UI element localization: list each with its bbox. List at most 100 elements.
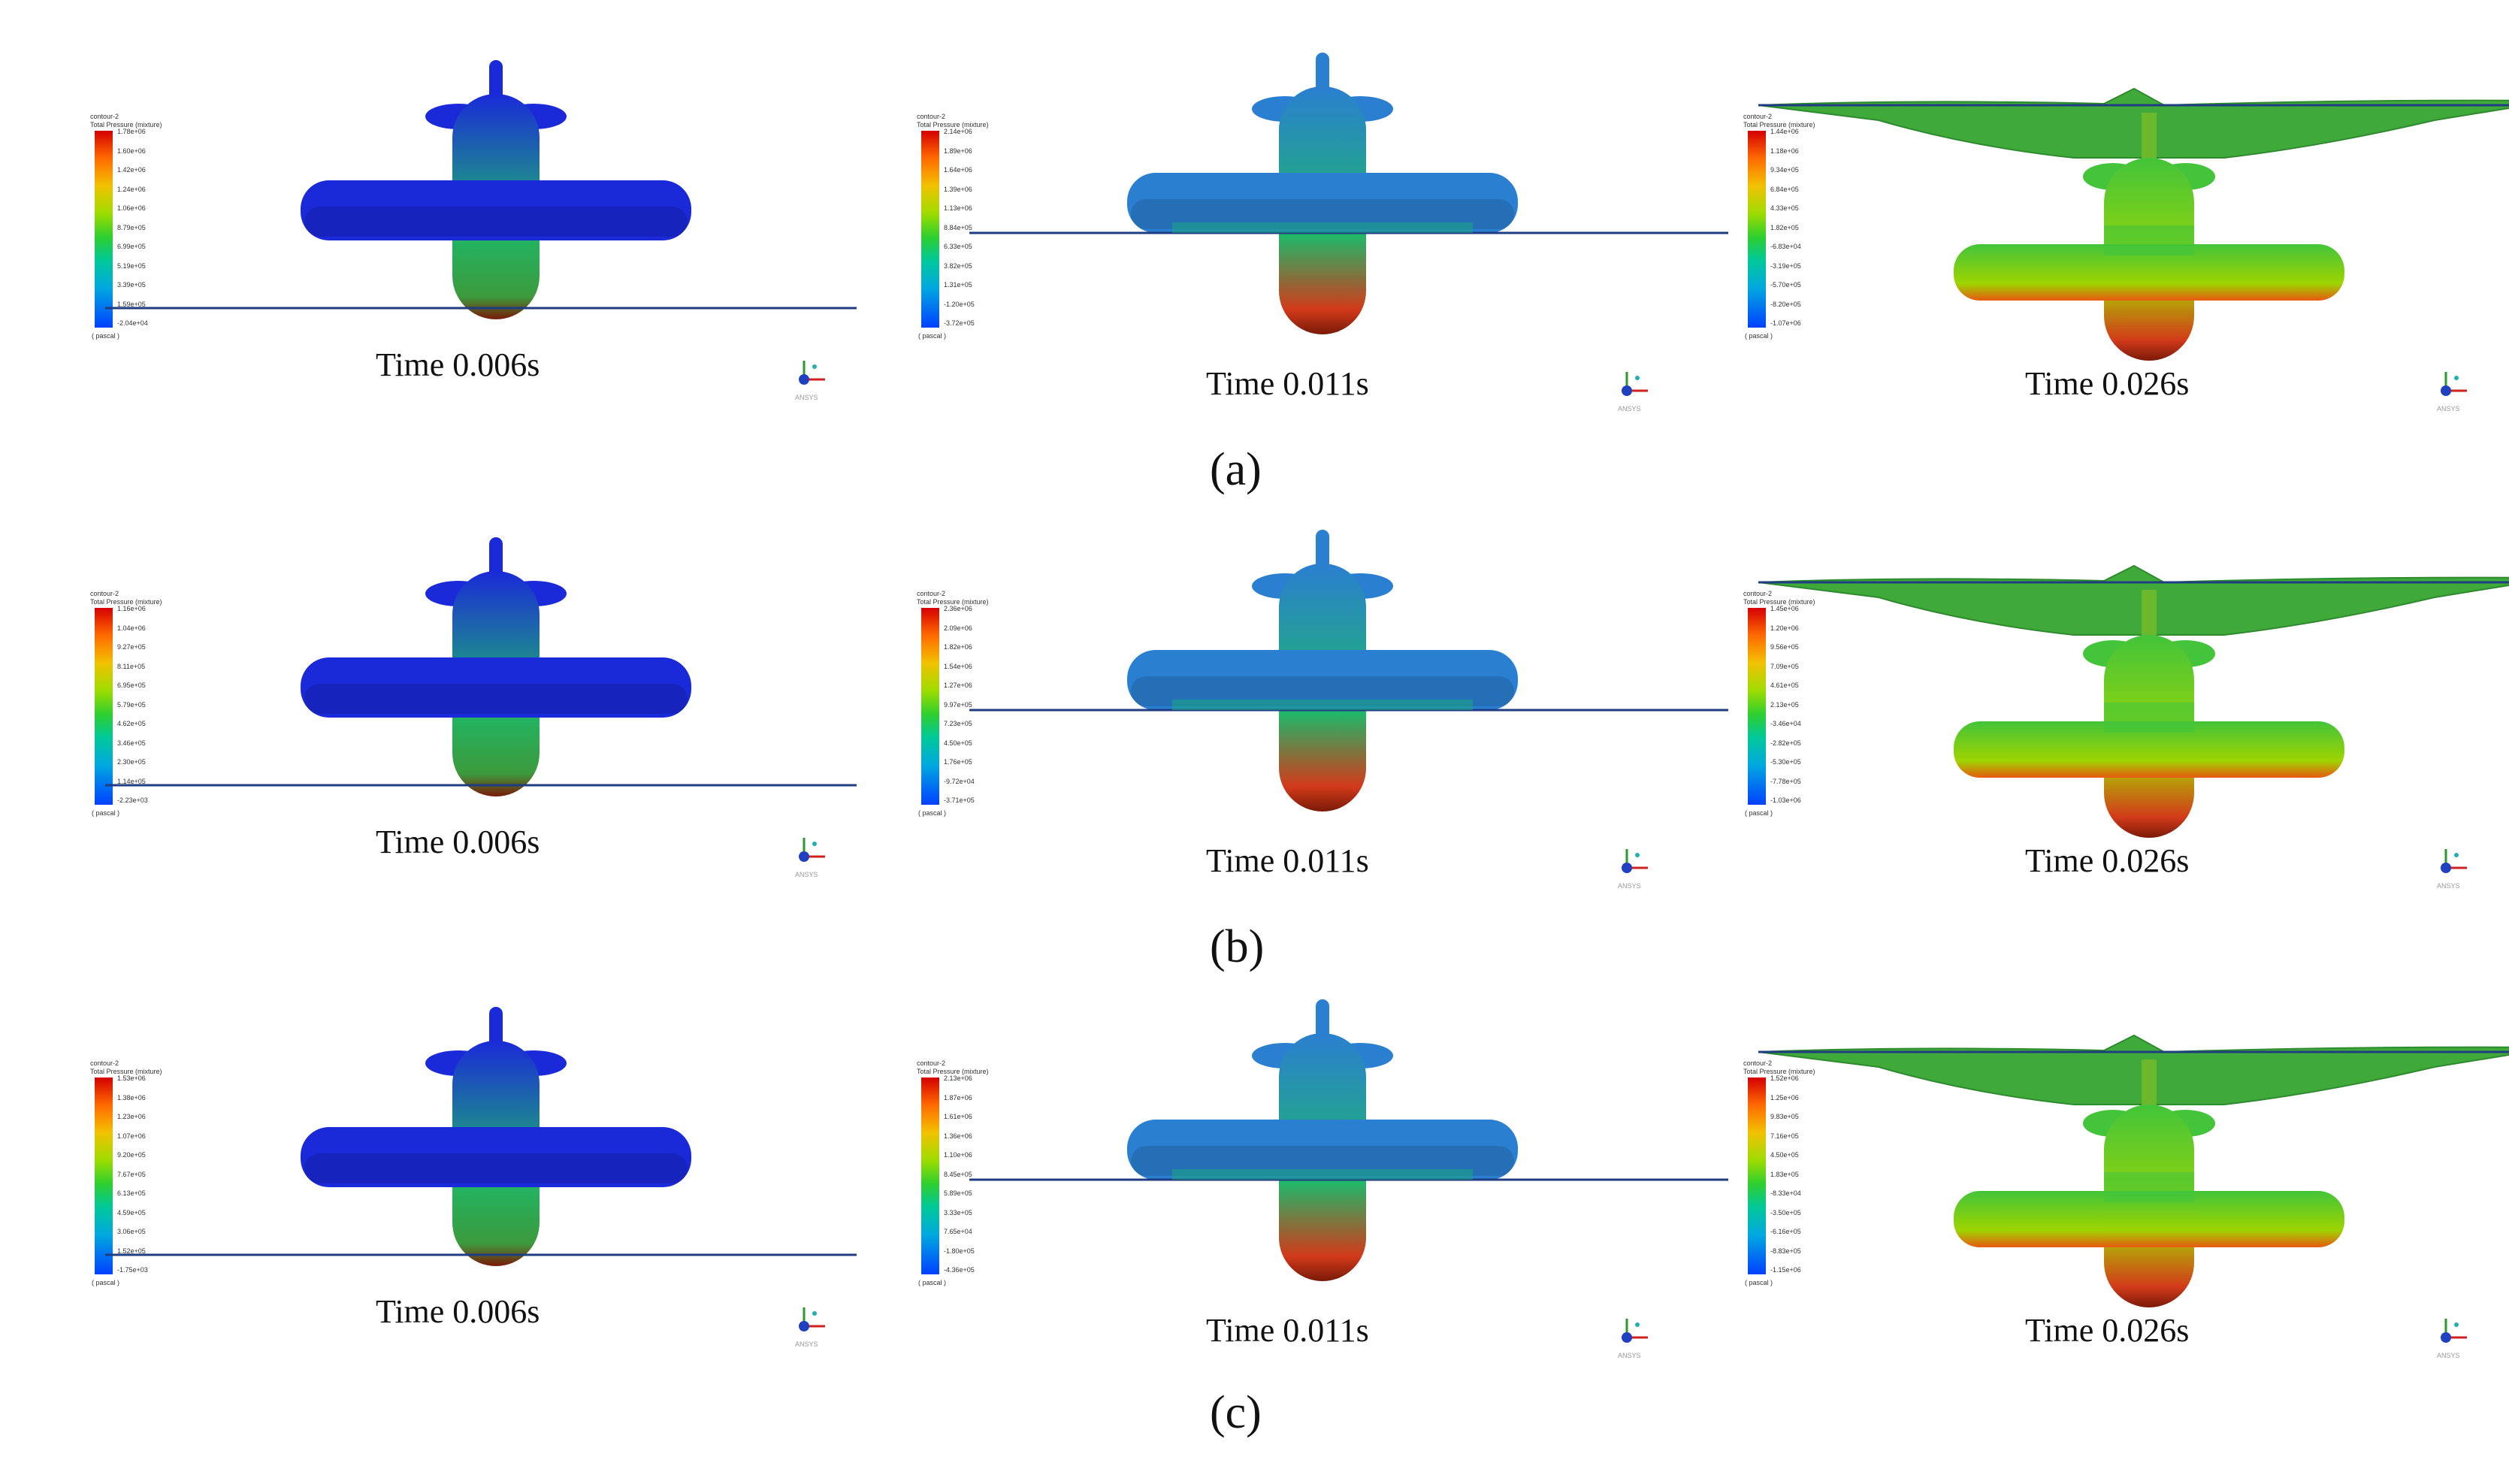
colorbar-tick-label: 6.95e+05	[117, 682, 146, 689]
time-label: Time 0.026s	[2025, 842, 2190, 879]
colorbar-tick-label: -1.15e+06	[1770, 1266, 1801, 1274]
colorbar-tick-label: -6.16e+05	[1770, 1228, 1801, 1235]
colorbar-tick-label: 2.30e+05	[117, 758, 146, 766]
colorbar-tick-label: 2.13e+06	[944, 1074, 972, 1082]
colorbar-tick-label: 1.64e+06	[944, 166, 972, 174]
airplane-render	[969, 530, 1728, 812]
colorbar	[95, 131, 113, 328]
colorbar-tick-label: 1.52e+06	[1770, 1074, 1799, 1082]
colorbar-tick-label: 1.06e+06	[117, 204, 146, 212]
colorbar-tick-label: -2.23e+03	[117, 796, 148, 804]
legend-unit: ( pascal )	[92, 332, 120, 340]
colorbar-tick-label: 1.54e+06	[944, 662, 972, 670]
colorbar-tick-label: 3.39e+05	[117, 281, 146, 289]
colorbar-tick-label: -3.71e+05	[944, 796, 975, 804]
colorbar-tick-label: 1.61e+06	[944, 1113, 972, 1120]
colorbar-tick-label: 1.38e+06	[117, 1093, 146, 1102]
colorbar-tick-label: 8.45e+05	[944, 1170, 972, 1178]
time-label: Time 0.006s	[376, 346, 540, 383]
colorbar-tick-label: 2.36e+06	[944, 605, 972, 612]
colorbar-tick-label: 2.14e+06	[944, 128, 972, 135]
axes-triad-icon: ANSYS	[789, 830, 842, 883]
colorbar-tick-label: -1.80e+05	[944, 1247, 975, 1255]
svg-text:ANSYS: ANSYS	[1618, 882, 1641, 890]
colorbar-tick-label: 2.13e+05	[1770, 700, 1799, 709]
colorbar-tick-label: 7.67e+05	[117, 1170, 146, 1178]
colorbar-tick-label: -5.70e+05	[1770, 281, 1801, 289]
colorbar-tick-label: 1.87e+06	[944, 1093, 972, 1102]
splash-sheet	[1758, 87, 2509, 159]
airplane-render	[1758, 564, 2509, 838]
colorbar-tick-label: 4.62e+05	[117, 720, 146, 727]
colorbar-tick-label: 3.33e+05	[944, 1208, 972, 1217]
colorbar	[95, 608, 113, 805]
colorbar-tick-label: 1.20e+06	[1770, 624, 1799, 632]
colorbar-tick-label: -7.78e+05	[1770, 777, 1801, 785]
time-label: Time 0.011s	[1206, 1312, 1369, 1349]
svg-text:ANSYS: ANSYS	[2437, 882, 2460, 890]
colorbar-tick-label: 1.24e+06	[117, 185, 146, 193]
time-label: Time 0.006s	[376, 1293, 540, 1330]
time-label: Time 0.026s	[2025, 1312, 2190, 1349]
colorbar-tick-label: 8.84e+05	[944, 223, 972, 231]
axes-triad-icon: ANSYS	[1612, 842, 1664, 894]
axes-triad-icon: ANSYS	[2431, 364, 2483, 417]
colorbar-tick-label: 6.13e+05	[117, 1189, 146, 1197]
colorbar-tick-label: 2.09e+06	[944, 624, 972, 632]
airplane-render	[1758, 1034, 2509, 1307]
legend-unit: ( pascal )	[918, 809, 947, 817]
colorbar	[95, 1077, 113, 1274]
colorbar-tick-label: 7.09e+05	[1770, 662, 1799, 670]
colorbar-tick-label: 7.16e+05	[1770, 1132, 1799, 1140]
airplane-render	[105, 1007, 857, 1266]
colorbar-tick-label: 1.45e+06	[1770, 605, 1799, 612]
colorbar-tick-label: 7.23e+05	[944, 720, 972, 727]
colorbar-tick-label: -4.36e+05	[944, 1266, 975, 1274]
row-label-a: (a)	[1210, 444, 1262, 495]
colorbar-tick-label: 4.33e+05	[1770, 204, 1799, 212]
legend-unit: ( pascal )	[918, 332, 947, 340]
colorbar-tick-label: -8.20e+05	[1770, 300, 1801, 308]
colorbar	[1748, 608, 1766, 805]
colorbar-tick-label: 9.56e+05	[1770, 643, 1799, 651]
time-label: Time 0.026s	[2025, 365, 2190, 402]
colorbar-tick-label: 7.65e+04	[944, 1228, 972, 1235]
colorbar-tick-label: -1.20e+05	[944, 300, 975, 308]
colorbar-tick-label: 1.18e+06	[1770, 147, 1799, 155]
colorbar-tick-label: -1.07e+06	[1770, 319, 1801, 327]
svg-text:ANSYS: ANSYS	[2437, 405, 2460, 413]
colorbar	[921, 608, 939, 805]
colorbar-tick-label: -8.83e+05	[1770, 1247, 1801, 1255]
colorbar-tick-label: 5.19e+05	[117, 261, 146, 270]
svg-text:ANSYS: ANSYS	[795, 871, 818, 878]
legend-unit: ( pascal )	[1745, 809, 1773, 817]
time-label: Time 0.006s	[376, 824, 540, 860]
colorbar-tick-label: 1.27e+06	[944, 682, 972, 689]
colorbar-tick-label: 9.97e+05	[944, 700, 972, 709]
legend-unit: ( pascal )	[918, 1279, 947, 1286]
colorbar-tick-label: 1.82e+05	[1770, 223, 1799, 231]
colorbar-tick-label: 1.07e+06	[117, 1132, 146, 1140]
colorbar-tick-label: 1.31e+05	[944, 281, 972, 289]
axes-triad-icon: ANSYS	[2431, 1311, 2483, 1364]
colorbar-tick-label: 1.52e+05	[117, 1247, 146, 1255]
colorbar-tick-label: 1.53e+06	[117, 1074, 146, 1082]
time-label: Time 0.011s	[1206, 842, 1369, 879]
colorbar-tick-label: 3.06e+05	[117, 1228, 146, 1235]
colorbar-tick-label: 1.44e+06	[1770, 128, 1799, 135]
colorbar-tick-label: 8.11e+05	[117, 662, 146, 670]
colorbar-tick-label: 1.76e+05	[944, 758, 972, 766]
